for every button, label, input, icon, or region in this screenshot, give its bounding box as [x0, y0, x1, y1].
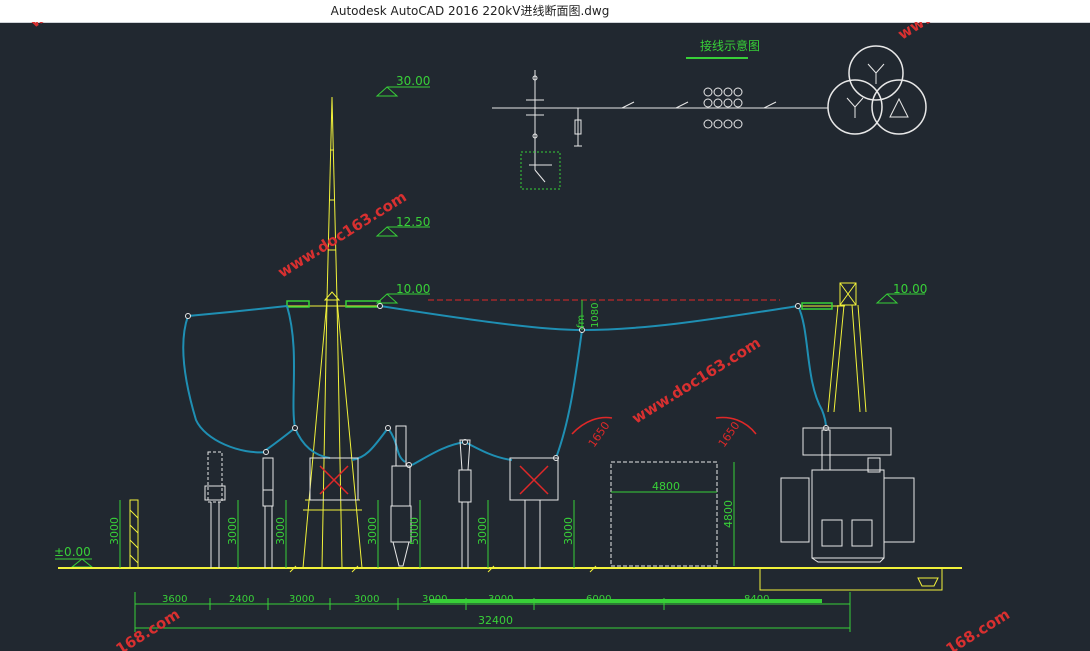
sag-dimension: fm 1080 [428, 299, 780, 330]
transformer-height: 4800 [722, 500, 735, 528]
equipment [204, 425, 915, 568]
span-2: 2400 [229, 594, 254, 605]
total-length: 32400 [478, 614, 513, 627]
watermarks: www.doc163.com www.doc163.com www.d www.… [27, 22, 1013, 651]
svg-text:3000: 3000 [562, 517, 575, 545]
watermark-6: 168.com [943, 605, 1013, 651]
svg-text:3000: 3000 [108, 517, 121, 545]
sag-value: 1080 [590, 303, 601, 328]
svg-text:3000: 3000 [226, 517, 239, 545]
fence-post [129, 499, 139, 569]
svg-text:4800: 4800 [652, 480, 680, 493]
svg-text:5000: 5000 [408, 517, 421, 545]
sag-label: fm [576, 315, 587, 328]
lightning-tower [286, 96, 384, 569]
clearance-arcs: 1650 1650 [571, 416, 757, 450]
right-gantry [798, 282, 867, 413]
svg-text:10.00: 10.00 [396, 282, 430, 296]
svg-text:30.00: 30.00 [396, 74, 430, 88]
cad-drawing-canvas[interactable]: 接线示意图 [0, 22, 1090, 651]
elevation-30: 30.00 [375, 74, 430, 97]
ground-hatch [289, 565, 597, 573]
svg-text:±0.00: ±0.00 [54, 545, 91, 559]
building-width-dim: 4800 4800 [611, 462, 735, 566]
elevation-markers: 30.00 12.50 10.00 10.00 ±0.00 [54, 74, 927, 568]
elevation-12-5: 12.50 [375, 215, 430, 237]
title-bar: Autodesk AutoCAD 2016 220kV进线断面图.dwg [0, 0, 1090, 23]
span-4: 3000 [354, 594, 379, 605]
transformer-pit [740, 567, 943, 591]
svg-text:3000: 3000 [476, 517, 489, 545]
span-3: 3000 [289, 594, 314, 605]
disconnect-markers [319, 465, 549, 495]
wiring-schematic: 接线示意图 [492, 38, 927, 190]
svg-text:10.00: 10.00 [893, 282, 927, 296]
span-5: 3000 [422, 594, 447, 605]
watermark-4: www.d [895, 22, 953, 43]
span-1: 3600 [162, 594, 187, 605]
elevation-10-left: 10.00 [375, 282, 430, 304]
span-7: 6000 [586, 594, 611, 605]
watermark-3: www.d [27, 22, 85, 31]
height-dimensions: 3000 3000 3000 3000 5000 3000 3000 [108, 500, 575, 568]
svg-text:12.50: 12.50 [396, 215, 430, 229]
svg-text:3000: 3000 [366, 517, 379, 545]
clearance-right: 1650 [716, 419, 743, 449]
insulators [286, 300, 833, 310]
svg-text:3000: 3000 [274, 517, 287, 545]
span-dimensions: 3600 2400 3000 3000 3000 3000 6000 8400 … [134, 592, 851, 632]
watermark-2: www.doc163.com [629, 334, 764, 428]
window-title: Autodesk AutoCAD 2016 220kV进线断面图.dwg [330, 4, 610, 18]
elevation-ground: ±0.00 [54, 545, 94, 568]
watermark-1: www.doc163.com [275, 188, 410, 282]
conductor-nodes [185, 303, 829, 468]
span-6: 3000 [488, 594, 513, 605]
elevation-10-right: 10.00 [875, 282, 927, 304]
span-8: 8400 [744, 594, 769, 605]
schematic-title: 接线示意图 [700, 38, 760, 53]
clearance-left: 1650 [586, 419, 613, 449]
